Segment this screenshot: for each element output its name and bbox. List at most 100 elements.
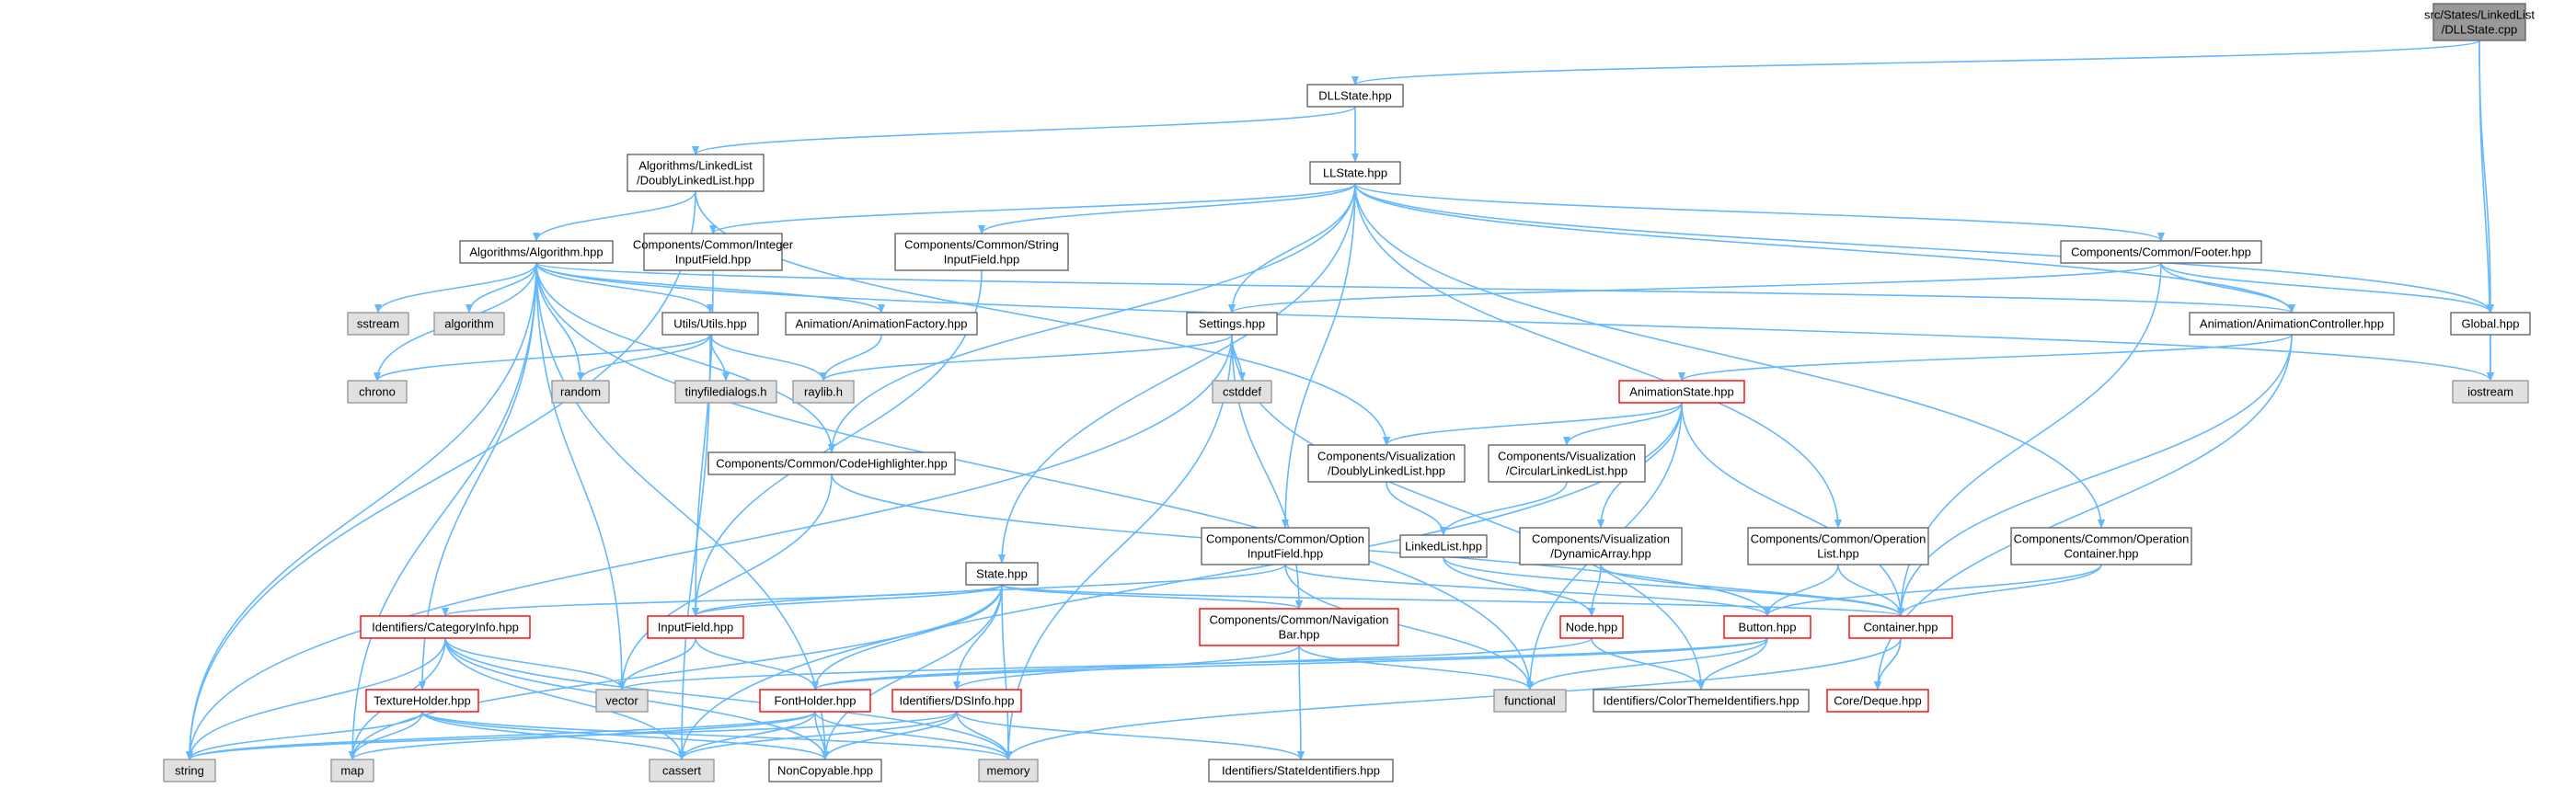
node-label: DLLState.hpp xyxy=(1318,89,1392,103)
edge-llstate-to-op_list xyxy=(1354,183,1842,529)
node-label: Global.hpp xyxy=(2462,317,2520,331)
edge-button-to-color_theme xyxy=(1697,637,1768,691)
node-box xyxy=(1519,527,1683,565)
node-label: Components/Visualization xyxy=(1498,450,1636,463)
edge-vis_da-to-container xyxy=(1600,564,1904,617)
node-label: Components/Common/CodeHighlighter.hpp xyxy=(716,457,947,471)
node-node_hpp[interactable]: Node.hpp xyxy=(1559,615,1624,639)
edge-anim_state-to-container xyxy=(1681,402,1904,617)
node-box xyxy=(347,380,408,404)
node-utils[interactable]: Utils/Utils.hpp xyxy=(661,312,759,336)
node-inputfield[interactable]: InputField.hpp xyxy=(647,615,744,639)
node-dsinfo[interactable]: Identifiers/DSInfo.hpp xyxy=(891,689,1022,713)
node-vis_da[interactable]: Components/Visualization/DynamicArray.hp… xyxy=(1519,527,1683,565)
node-state[interactable]: State.hpp xyxy=(965,562,1039,586)
node-box xyxy=(759,689,871,713)
node-label: Components/Common/Operation xyxy=(2014,532,2190,546)
edge-footer-to-settings xyxy=(1228,262,2162,314)
node-cstddef: cstddef xyxy=(1212,380,1272,404)
node-string: string xyxy=(163,759,216,782)
node-box xyxy=(1208,759,1394,782)
node-footer[interactable]: Components/Common/Footer.hpp xyxy=(2060,240,2262,264)
node-label: Node.hpp xyxy=(1566,621,1617,634)
edge-texture-to-memory xyxy=(421,711,1012,760)
node-box xyxy=(1309,161,1401,185)
edge-fontholder-to-memory xyxy=(814,711,1012,760)
node-texture[interactable]: TextureHolder.hpp xyxy=(365,689,479,713)
node-button[interactable]: Button.hpp xyxy=(1723,615,1811,639)
node-box xyxy=(595,689,649,713)
edge-llstate-to-footer xyxy=(1354,183,2165,242)
node-box xyxy=(792,380,855,404)
node-global[interactable]: Global.hpp xyxy=(2450,312,2531,336)
edge-cat_info-to-memory xyxy=(444,637,1012,760)
node-code_hl[interactable]: Components/Common/CodeHighlighter.hpp xyxy=(707,451,956,475)
edge-anim_state-to-vis_dll xyxy=(1383,402,1683,446)
node-label: memory xyxy=(987,764,1030,778)
node-noncopyable[interactable]: NonCopyable.hpp xyxy=(768,759,882,782)
node-color_theme[interactable]: Identifiers/ColorThemeIdentifiers.hpp xyxy=(1593,689,1810,713)
node-label: TextureHolder.hpp xyxy=(374,694,471,708)
node-vis_cll[interactable]: Components/Visualization/CircularLinkedL… xyxy=(1488,444,1646,483)
node-anim_state[interactable]: AnimationState.hpp xyxy=(1618,380,1745,404)
node-box xyxy=(330,759,374,782)
edge-layer xyxy=(186,40,2494,760)
node-label: /DoublyLinkedList.hpp xyxy=(637,174,754,188)
node-box xyxy=(707,451,956,475)
node-label: Identifiers/DSInfo.hpp xyxy=(899,694,1014,708)
edge-utils-to-tinyfd xyxy=(709,334,730,382)
node-box xyxy=(459,240,614,264)
node-anim_ctrl[interactable]: Animation/AnimationController.hpp xyxy=(2189,312,2395,336)
node-label: InputField.hpp xyxy=(675,253,751,267)
node-box xyxy=(2452,380,2529,404)
node-box xyxy=(2010,527,2192,565)
edge-button-to-vector xyxy=(618,637,1768,691)
node-cassert: cassert xyxy=(649,759,715,782)
node-core_deque[interactable]: Core/Deque.hpp xyxy=(1826,689,1929,713)
node-box xyxy=(1201,527,1370,565)
node-label: AnimationState.hpp xyxy=(1629,385,1733,399)
node-llstate[interactable]: LLState.hpp xyxy=(1309,161,1401,185)
edge-dsinfo-to-cassert xyxy=(678,711,958,760)
node-anim_factory[interactable]: Animation/AnimationFactory.hpp xyxy=(785,312,978,336)
node-label: functional xyxy=(1504,694,1556,708)
node-chrono: chrono xyxy=(347,380,408,404)
node-linkedlist[interactable]: LinkedList.hpp xyxy=(1399,534,1488,558)
node-vis_dll[interactable]: Components/Visualization/DoublyLinkedLis… xyxy=(1307,444,1466,483)
node-state_ids[interactable]: Identifiers/StateIdentifiers.hpp xyxy=(1208,759,1394,782)
edge-state-to-container xyxy=(1001,584,1904,617)
node-dllstate[interactable]: DLLState.hpp xyxy=(1306,84,1404,108)
node-map: map xyxy=(330,759,374,782)
node-label: Identifiers/StateIdentifiers.hpp xyxy=(1222,764,1380,778)
node-box xyxy=(1826,689,1929,713)
node-label: Button.hpp xyxy=(1739,621,1797,634)
edge-code_hl-to-vector xyxy=(618,474,833,691)
node-label: LLState.hpp xyxy=(1323,166,1387,180)
edge-state-to-map xyxy=(349,584,1003,760)
node-box xyxy=(661,312,759,336)
edge-utils-to-cassert xyxy=(678,334,711,760)
node-settings[interactable]: Settings.hpp xyxy=(1186,312,1278,336)
node-algorithm_hpp[interactable]: Algorithms/Algorithm.hpp xyxy=(459,240,614,264)
edge-container-to-memory xyxy=(1005,637,1902,760)
node-box xyxy=(1488,444,1646,483)
node-fontholder[interactable]: FontHolder.hpp xyxy=(759,689,871,713)
node-dll_algo[interactable]: Algorithms/LinkedList/DoublyLinkedList.h… xyxy=(627,154,765,192)
node-cat_info[interactable]: Identifiers/CategoryInfo.hpp xyxy=(360,615,531,639)
node-box xyxy=(551,380,610,404)
edge-state-to-fontholder xyxy=(811,584,1003,691)
node-box xyxy=(965,562,1039,586)
edge-linkedlist-to-container xyxy=(1443,556,1904,617)
edge-navbar-to-dsinfo xyxy=(953,645,1300,691)
edge-inputfield-to-fontholder xyxy=(695,637,819,691)
node-container[interactable]: Container.hpp xyxy=(1848,615,1953,639)
node-root[interactable]: src/States/LinkedList/DLLState.cpp xyxy=(2424,3,2535,41)
node-label: Components/Common/Footer.hpp xyxy=(2071,246,2251,259)
